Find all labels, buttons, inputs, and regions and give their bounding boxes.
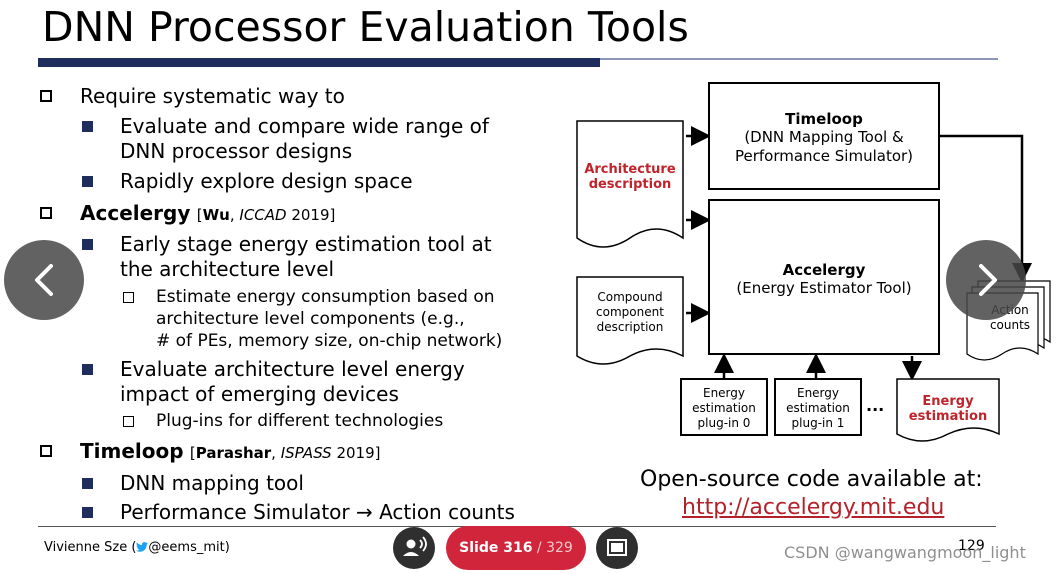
energy-plugin-1: Energy estimation plug-in 1 [774,378,862,436]
filled-square-bullet-icon [82,507,93,518]
accelergy-box: Accelergy (Energy Estimator Tool) [708,199,940,355]
bullet-emerging-devices: Evaluate architecture level energy impac… [82,357,465,407]
slide-counter[interactable]: Slide 316 / 329 [446,526,586,570]
bullet-mapping-tool: DNN mapping tool [82,471,304,496]
filled-square-bullet-icon [82,121,93,132]
bullet-plugins: Plug-ins for different technologies [123,410,443,432]
bullet-explore: Rapidly explore design space [82,169,413,194]
slide-title: DNN Processor Evaluation Tools [42,3,689,51]
bullet-timeloop: Timeloop [Parashar, ISPASS 2019] [40,439,381,466]
energy-estimation-doc: Energy estimation [896,378,1000,446]
csdn-watermark: CSDN @wangwangmoon_light [784,543,1026,562]
filled-square-bullet-icon [82,239,93,250]
chevron-left-icon [35,264,53,296]
hollow-square-bullet-icon [123,416,134,427]
hollow-square-bullet-icon [123,292,134,303]
energy-plugin-0: Energy estimation plug-in 0 [680,378,768,436]
bullet-systematic: Require systematic way to [40,84,345,109]
page-number: 129 [958,538,985,554]
filled-square-bullet-icon [82,364,93,375]
citation: [Wu, ICCAD 2019] [196,206,336,224]
architecture-description-doc: Architecture description [576,120,684,252]
author-credit: Vivienne Sze (@eems_mit) [44,540,230,555]
screen-icon [607,539,627,556]
hollow-square-bullet-icon [40,445,52,457]
arrow-timeloop-to-action [940,134,1032,283]
fullscreen-button[interactable] [596,527,638,569]
next-slide-button[interactable] [946,240,1026,320]
timeloop-box: Timeloop (DNN Mapping Tool & Performance… [708,82,940,190]
open-source-note: Open-source code available at: [640,467,983,492]
audio-button[interactable] [393,527,435,569]
chevron-right-icon [979,264,997,296]
title-rule-dark [38,58,600,67]
hollow-square-bullet-icon [40,90,52,102]
bullet-evaluate-compare: Evaluate and compare wide range of DNN p… [82,114,489,164]
bullet-perf-sim: Performance Simulator → Action counts [82,500,515,525]
filled-square-bullet-icon [82,478,93,489]
bullet-estimate-energy: Estimate energy consumption based on arc… [123,286,502,352]
hollow-square-bullet-icon [40,207,52,219]
filled-square-bullet-icon [82,176,93,187]
citation: [Parashar, ISPASS 2019] [189,444,381,462]
bullet-accelergy: Accelergy [Wu, ICCAD 2019] [40,201,336,228]
compound-component-doc: Compound component description [576,276,684,370]
title-rule-light [600,58,998,60]
bullet-early-stage: Early stage energy estimation tool at th… [82,232,492,282]
accelergy-link[interactable]: http://accelergy.mit.edu [682,495,945,520]
prev-slide-button[interactable] [4,240,84,320]
plugin-ellipsis: ... [866,396,885,415]
twitter-bird-icon [136,542,149,552]
speaker-icon [403,536,427,556]
